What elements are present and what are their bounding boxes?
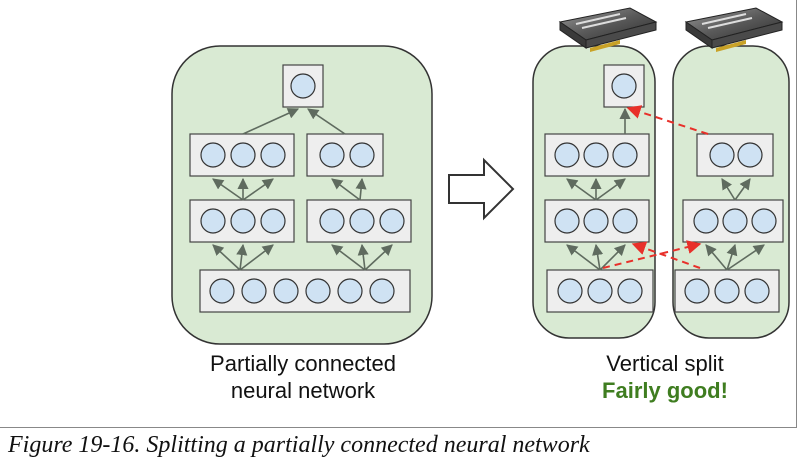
left-label-line2: neural network <box>230 378 376 403</box>
right-label-line1: Vertical split <box>606 351 724 376</box>
gpu-icon <box>684 7 784 52</box>
neuron <box>290 73 316 99</box>
left-diagram-label: Partially connected neural network <box>172 350 434 404</box>
figure-caption: Figure 19-16. Splitting a partially conn… <box>8 432 590 458</box>
cross-device-arrows <box>602 105 709 269</box>
right-arrow-icon <box>448 157 515 221</box>
figure-frame <box>0 0 797 428</box>
right-diagram-label: Vertical split Fairly good! <box>560 350 770 404</box>
connection-arrows <box>212 108 393 271</box>
gpu-icon <box>558 7 658 52</box>
gpu1-panel <box>532 45 656 339</box>
gpu2-panel <box>672 45 790 339</box>
verdict-label: Fairly good! <box>602 378 728 403</box>
full-network-panel <box>171 45 433 345</box>
diagram-canvas <box>171 7 790 345</box>
left-label-line1: Partially connected <box>210 351 396 376</box>
